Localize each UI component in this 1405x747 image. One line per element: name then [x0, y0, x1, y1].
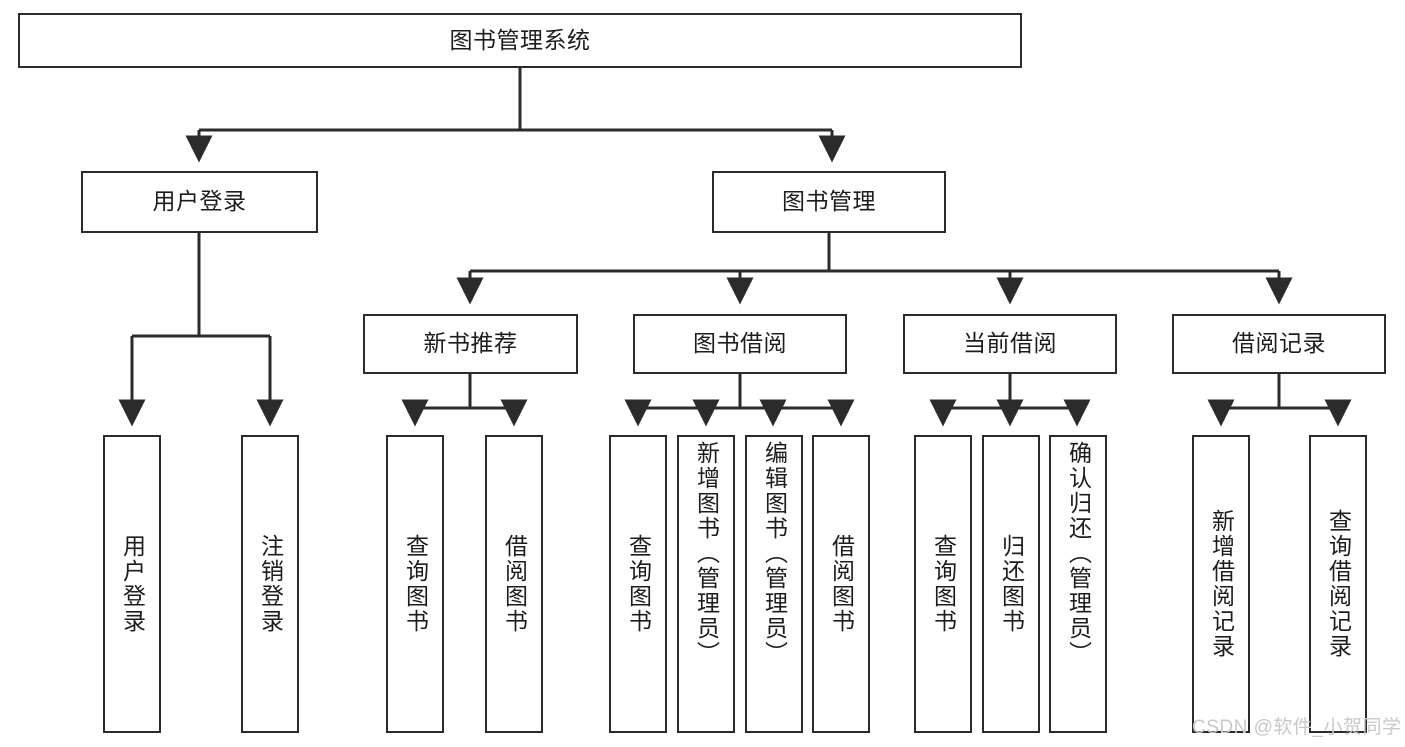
node-label: 查询借阅记录: [1325, 509, 1352, 659]
node-label: 查询图书: [402, 534, 429, 634]
node-label: 用户登录: [119, 534, 146, 634]
node-leaf-borrow-book[interactable]: 借阅图书: [812, 435, 870, 733]
node-label: 借阅图书: [501, 534, 528, 634]
node-leaf-confirm-return-admin[interactable]: 确认归还（管理员）: [1049, 435, 1107, 733]
node-label: 新增借阅记录: [1208, 509, 1235, 659]
node-leaf-edit-book-admin[interactable]: 编辑图书（管理员）: [745, 435, 803, 733]
node-leaf-return-book[interactable]: 归还图书: [982, 435, 1040, 733]
node-current-borrow[interactable]: 当前借阅: [903, 314, 1117, 374]
node-label: 图书借阅: [693, 330, 787, 357]
node-leaf-query-borrow-record[interactable]: 查询借阅记录: [1309, 435, 1367, 733]
node-borrow-records[interactable]: 借阅记录: [1172, 314, 1386, 374]
node-label: 新书推荐: [423, 330, 518, 357]
node-book-management[interactable]: 图书管理: [712, 171, 946, 233]
node-leaf-query-book-current[interactable]: 查询图书: [914, 435, 972, 733]
node-leaf-borrow-book-recommend[interactable]: 借阅图书: [485, 435, 543, 733]
node-label: 确认归还（管理员）: [1065, 441, 1092, 666]
node-new-book-recommendation[interactable]: 新书推荐: [363, 314, 578, 374]
node-label: 图书管理系统: [449, 26, 591, 53]
node-book-borrow[interactable]: 图书借阅: [633, 314, 847, 374]
node-label: 查询图书: [930, 534, 957, 634]
node-root-book-management-system[interactable]: 图书管理系统: [18, 13, 1022, 68]
node-leaf-query-book-recommend[interactable]: 查询图书: [386, 435, 444, 733]
node-leaf-add-borrow-record[interactable]: 新增借阅记录: [1192, 435, 1250, 733]
node-label: 编辑图书（管理员）: [761, 441, 788, 666]
node-label: 借阅图书: [828, 534, 855, 634]
csdn-watermark: CSDN @软件_小贺同学: [1192, 717, 1402, 738]
node-label: 图书管理: [782, 188, 876, 215]
node-leaf-add-book-admin[interactable]: 新增图书（管理员）: [677, 435, 735, 733]
node-label: 借阅记录: [1232, 330, 1326, 357]
node-label: 当前借阅: [963, 330, 1057, 357]
node-label: 用户登录: [152, 188, 247, 215]
node-leaf-logout[interactable]: 注销登录: [241, 435, 299, 733]
node-leaf-query-book-borrow[interactable]: 查询图书: [609, 435, 667, 733]
node-label: 注销登录: [257, 534, 284, 634]
node-label: 归还图书: [998, 534, 1025, 634]
node-label: 新增图书（管理员）: [693, 441, 720, 666]
node-label: 查询图书: [625, 534, 652, 634]
node-user-login[interactable]: 用户登录: [81, 171, 318, 233]
node-leaf-user-login[interactable]: 用户登录: [103, 435, 161, 733]
